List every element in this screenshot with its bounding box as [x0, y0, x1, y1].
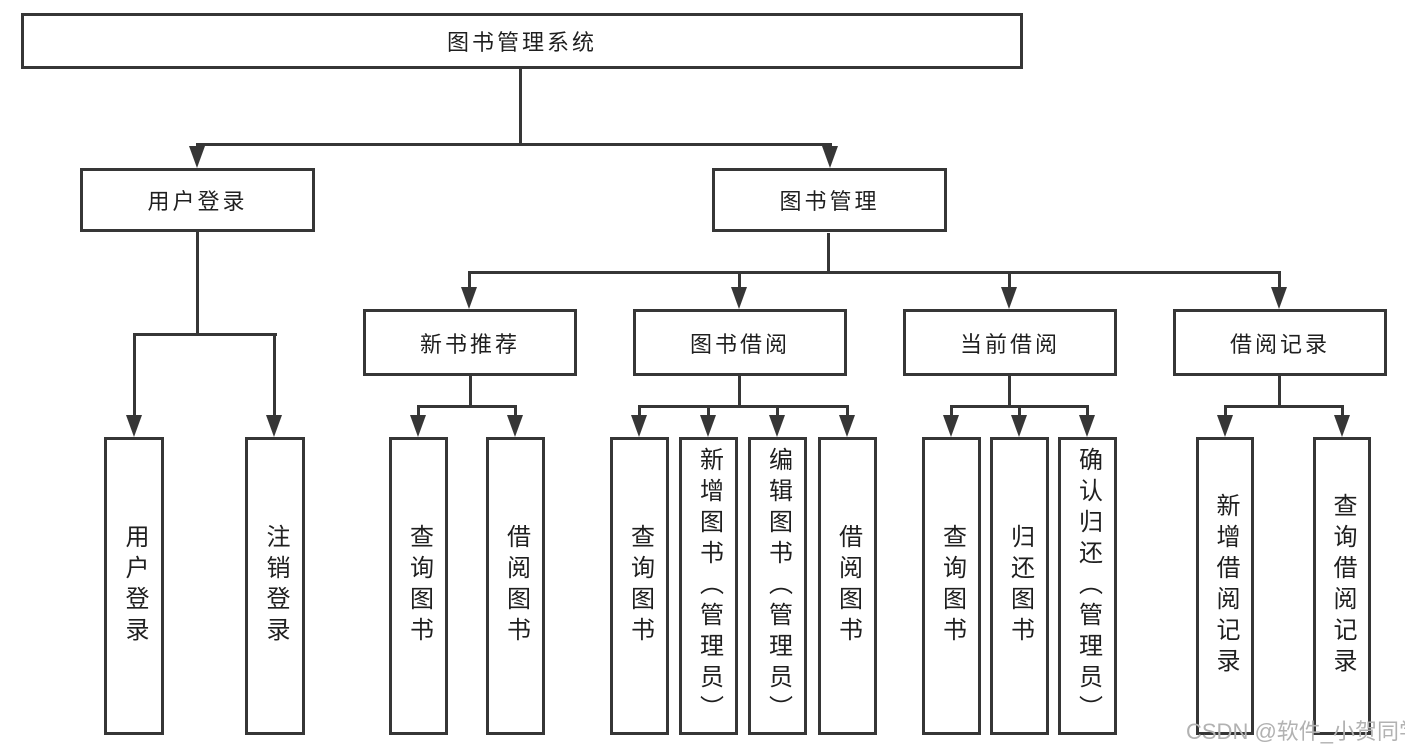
node-leaf-bw-add-book: 新增图书（管理员）	[679, 437, 738, 735]
node-borrowing-label: 图书借阅	[689, 331, 790, 357]
connector-user-login-branch	[133, 333, 277, 336]
arrowhead-to-user-login	[189, 146, 205, 168]
node-leaf-nb-query-book: 查询图书	[389, 437, 448, 735]
node-leaf-bw-query-book: 查询图书	[610, 437, 669, 735]
connector-drop-new-books	[468, 271, 471, 287]
node-leaf-rc-add-record: 新增借阅记录	[1196, 437, 1254, 735]
connector-borrowing-stem	[738, 375, 741, 407]
node-leaf-bw-borrow-book: 借阅图书	[818, 437, 877, 735]
connector-drop-records	[1278, 271, 1281, 287]
node-leaf-cu-confirm-return: 确认归还（管理员）	[1058, 437, 1117, 735]
node-leaf-cu-query-book: 查询图书	[922, 437, 981, 735]
connector-drop-nb-borrow	[514, 405, 517, 416]
connector-drop-borrowing	[738, 271, 741, 287]
csdn-watermark: CSDN @软件_小贺同学	[1186, 719, 1405, 744]
connector-drop-bw-add	[707, 405, 710, 416]
connector-drop-rc-add	[1224, 405, 1227, 416]
connector-records-leaf-branch	[1224, 405, 1343, 408]
node-root-system: 图书管理系统	[21, 13, 1023, 69]
arrowhead-to-bw-borrow	[839, 415, 855, 437]
arrowhead-to-bw-query	[631, 415, 647, 437]
leaf-cu-return-book-label: 归还图书	[1006, 524, 1034, 648]
connector-level3-branch	[468, 271, 1281, 274]
leaf-rc-add-record-label: 新增借阅记录	[1212, 493, 1239, 679]
connector-drop-cu-return	[1018, 405, 1021, 416]
node-root-label: 图书管理系统	[446, 30, 597, 55]
leaf-logout-label: 注销登录	[262, 524, 289, 648]
node-book-mgmt-label: 图书管理	[779, 189, 880, 214]
arrowhead-to-borrowing	[731, 287, 747, 309]
leaf-bw-borrow-book-label: 借阅图书	[834, 524, 862, 648]
arrowhead-to-bw-add	[700, 415, 716, 437]
connector-new-books-leaf-branch	[417, 405, 517, 408]
arrowhead-to-nb-borrow	[507, 415, 523, 437]
arrowhead-to-current	[1001, 287, 1017, 309]
connector-new-books-stem	[469, 375, 472, 407]
leaf-bw-edit-book-label: 编辑图书（管理员）	[764, 446, 792, 726]
arrowhead-to-bw-edit	[769, 415, 785, 437]
node-leaf-nb-borrow-book: 借阅图书	[486, 437, 545, 735]
leaf-nb-query-book-label: 查询图书	[405, 524, 433, 648]
connector-drop-cu-confirm	[1086, 405, 1089, 416]
arrowhead-to-cu-query	[943, 415, 959, 437]
connector-current-stem	[1008, 375, 1011, 407]
connector-drop-bw-borrow	[846, 405, 849, 416]
arrowhead-to-leaf-logout	[266, 415, 282, 437]
arrowhead-to-leaf-login	[126, 415, 142, 437]
node-new-books: 新书推荐	[363, 309, 577, 376]
connector-drop-current	[1008, 271, 1011, 287]
node-leaf-logout: 注销登录	[245, 437, 305, 735]
connector-drop-nb-query	[417, 405, 420, 416]
node-borrow-records-label: 借阅记录	[1229, 331, 1330, 357]
connector-borrowing-leaf-branch	[638, 405, 849, 408]
leaf-rc-query-record-label: 查询借阅记录	[1329, 493, 1356, 679]
arrowhead-to-rc-query	[1334, 415, 1350, 437]
arrowhead-to-book-mgmt	[822, 146, 838, 168]
connector-records-stem	[1278, 375, 1281, 407]
leaf-cu-confirm-return-label: 确认归还（管理员）	[1074, 446, 1102, 726]
node-leaf-cu-return-book: 归还图书	[990, 437, 1049, 735]
connector-drop-bw-edit	[776, 405, 779, 416]
connector-drop-bw-query	[638, 405, 641, 416]
node-leaf-rc-query-record: 查询借阅记录	[1313, 437, 1371, 735]
node-borrow-records: 借阅记录	[1173, 309, 1387, 376]
node-book-mgmt: 图书管理	[712, 168, 947, 232]
connector-drop-cu-query	[950, 405, 953, 416]
node-leaf-user-login: 用户登录	[104, 437, 164, 735]
node-user-login: 用户登录	[80, 168, 315, 232]
connector-root-stem	[519, 69, 522, 144]
node-user-login-label: 用户登录	[147, 189, 248, 214]
arrowhead-to-cu-confirm	[1079, 415, 1095, 437]
connector-drop-leaf-login	[133, 333, 136, 415]
node-leaf-bw-edit-book: 编辑图书（管理员）	[748, 437, 807, 735]
connector-drop-leaf-logout	[273, 333, 276, 415]
leaf-bw-query-book-label: 查询图书	[626, 524, 654, 648]
arrowhead-to-new-books	[461, 287, 477, 309]
arrowhead-to-rc-add	[1217, 415, 1233, 437]
arrowhead-to-records	[1271, 287, 1287, 309]
node-current-borrow: 当前借阅	[903, 309, 1117, 376]
arrowhead-to-cu-return	[1011, 415, 1027, 437]
leaf-cu-query-book-label: 查询图书	[938, 524, 966, 648]
leaf-nb-borrow-book-label: 借阅图书	[502, 524, 530, 648]
connector-book-mgmt-stem	[827, 233, 830, 273]
connector-level2-branch	[196, 143, 832, 146]
node-borrowing: 图书借阅	[633, 309, 847, 376]
node-new-books-label: 新书推荐	[419, 331, 520, 357]
connector-drop-rc-query	[1341, 405, 1344, 416]
node-current-borrow-label: 当前借阅	[959, 331, 1060, 357]
connector-user-login-stem	[196, 232, 199, 336]
leaf-user-login-label: 用户登录	[121, 524, 148, 648]
arrowhead-to-nb-query	[410, 415, 426, 437]
leaf-bw-add-book-label: 新增图书（管理员）	[695, 446, 723, 726]
